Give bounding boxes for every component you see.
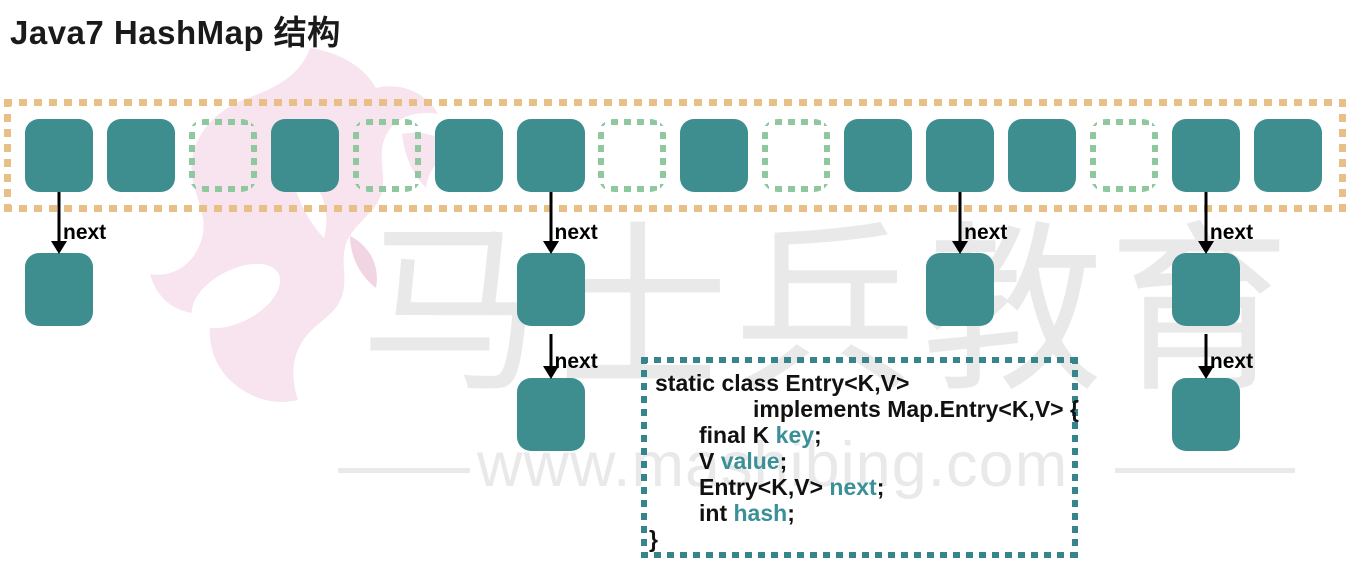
hash-array <box>4 99 1346 212</box>
code-line: implements Map.Entry<K,V> { <box>649 396 1079 422</box>
bucket-slot-filled <box>270 119 339 192</box>
bucket-slot-filled <box>926 119 995 192</box>
code-keyword: hash <box>733 500 788 526</box>
bucket-slot-filled <box>680 119 749 192</box>
code-text: ; <box>876 474 885 500</box>
code-text: ; <box>814 422 822 448</box>
watermark-dash-left <box>338 468 470 473</box>
code-text: final K <box>699 422 776 448</box>
bucket-slot-filled <box>1171 119 1240 192</box>
code-line: final K key; <box>649 422 1070 448</box>
bucket-slot-filled <box>25 119 93 192</box>
code-line: Entry<K,V> next; <box>649 474 1070 500</box>
code-text: ; <box>787 500 795 526</box>
bucket-chain: next <box>25 192 106 326</box>
arrow-head-icon <box>51 241 67 254</box>
code-line: int hash; <box>649 500 1070 526</box>
code-keyword: value <box>720 448 780 474</box>
bucket-slot-filled <box>1008 119 1077 192</box>
watermark-dash-right <box>1115 468 1295 473</box>
code-text: } <box>649 526 658 552</box>
bucket-slot-filled <box>516 119 585 192</box>
code-text: V <box>699 448 721 474</box>
bucket-slot-filled <box>844 119 913 192</box>
code-text: int <box>699 500 734 526</box>
code-line: static class Entry<K,V> <box>649 370 1070 396</box>
bucket-slot-filled <box>1253 119 1322 192</box>
code-text: ; <box>779 448 788 474</box>
entry-node <box>25 253 93 326</box>
bucket-slot-filled <box>434 119 503 192</box>
bucket-slot-empty <box>598 119 667 192</box>
bucket-slot-empty <box>762 119 831 192</box>
bucket-slot-empty <box>352 119 421 192</box>
bucket-slot-filled <box>106 119 175 192</box>
code-line: } <box>649 526 1070 552</box>
code-line: V value; <box>649 448 1070 474</box>
code-keyword: key <box>775 422 815 448</box>
page-title: Java7 HashMap 结构 <box>10 14 341 51</box>
entry-code-block: static class Entry<K,V>implements Map.En… <box>641 357 1079 558</box>
code-text: implements Map.Entry<K,V> { <box>753 396 1079 422</box>
code-text: static class Entry<K,V> <box>655 370 910 396</box>
bucket-slot-empty <box>188 119 257 192</box>
code-keyword: next <box>829 474 877 500</box>
bucket-slot-empty <box>1089 119 1158 192</box>
next-label: next <box>63 221 107 244</box>
code-text: Entry<K,V> <box>699 474 830 500</box>
